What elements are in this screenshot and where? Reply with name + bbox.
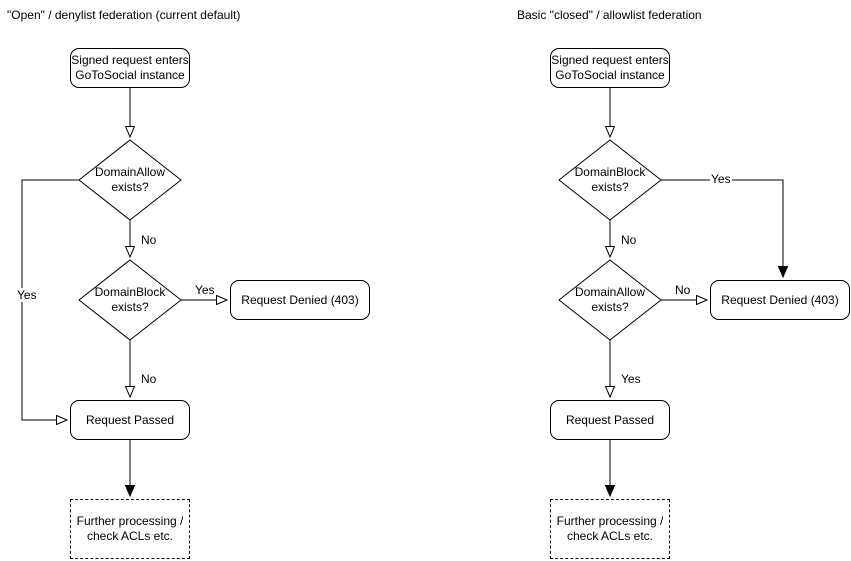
flowchart-closed-allowlist: Basic "closed" / allowlist federation Si… <box>480 0 851 561</box>
connectors-right <box>558 88 851 561</box>
decision2-diamond-shape <box>78 259 182 341</box>
edge-label-no: No <box>675 283 691 297</box>
edge-label-no: No <box>621 233 637 247</box>
node-request-passed-label: Request Passed <box>85 412 175 427</box>
node-start-label: Signed request enters GoToSocial instanc… <box>71 53 189 82</box>
node-request-passed: Request Passed <box>550 400 670 440</box>
node-start: Signed request enters GoToSocial instanc… <box>550 48 670 88</box>
node-request-passed: Request Passed <box>70 400 190 440</box>
node-request-denied-label: Request Denied (403) <box>241 292 359 307</box>
edge-label-no: No <box>141 233 157 247</box>
diagram-title: "Open" / denylist federation (current de… <box>7 8 241 22</box>
edge-decision1-yes-to-denied <box>661 179 783 277</box>
edge-label-yes: Yes <box>710 172 732 186</box>
node-request-denied: Request Denied (403) <box>230 280 370 320</box>
edge-label-no: No <box>141 372 157 386</box>
node-further-processing: Further processing / check ACLs etc. <box>550 499 670 559</box>
node-request-denied-label: Request Denied (403) <box>721 292 839 307</box>
node-request-passed-label: Request Passed <box>565 412 655 427</box>
flowchart-open-denylist: "Open" / denylist federation (current de… <box>7 8 480 561</box>
decision1-diamond-shape <box>558 139 662 221</box>
edge-label-yes-loop: Yes <box>16 288 38 302</box>
node-start-label: Signed request enters GoToSocial instanc… <box>551 53 669 82</box>
node-start: Signed request enters GoToSocial instanc… <box>70 48 190 88</box>
connectors-left <box>21 88 480 561</box>
node-request-denied: Request Denied (403) <box>710 280 850 320</box>
decision2-diamond-shape <box>558 259 662 341</box>
edge-label-yes: Yes <box>195 283 215 297</box>
node-further-processing-label: Further processing / check ACLs etc. <box>76 514 184 543</box>
node-further-processing-label: Further processing / check ACLs etc. <box>556 514 664 543</box>
edge-label-yes: Yes <box>621 372 641 386</box>
decision1-diamond-shape <box>78 139 182 221</box>
diagram-title: Basic "closed" / allowlist federation <box>517 8 702 22</box>
node-further-processing: Further processing / check ACLs etc. <box>70 499 190 559</box>
